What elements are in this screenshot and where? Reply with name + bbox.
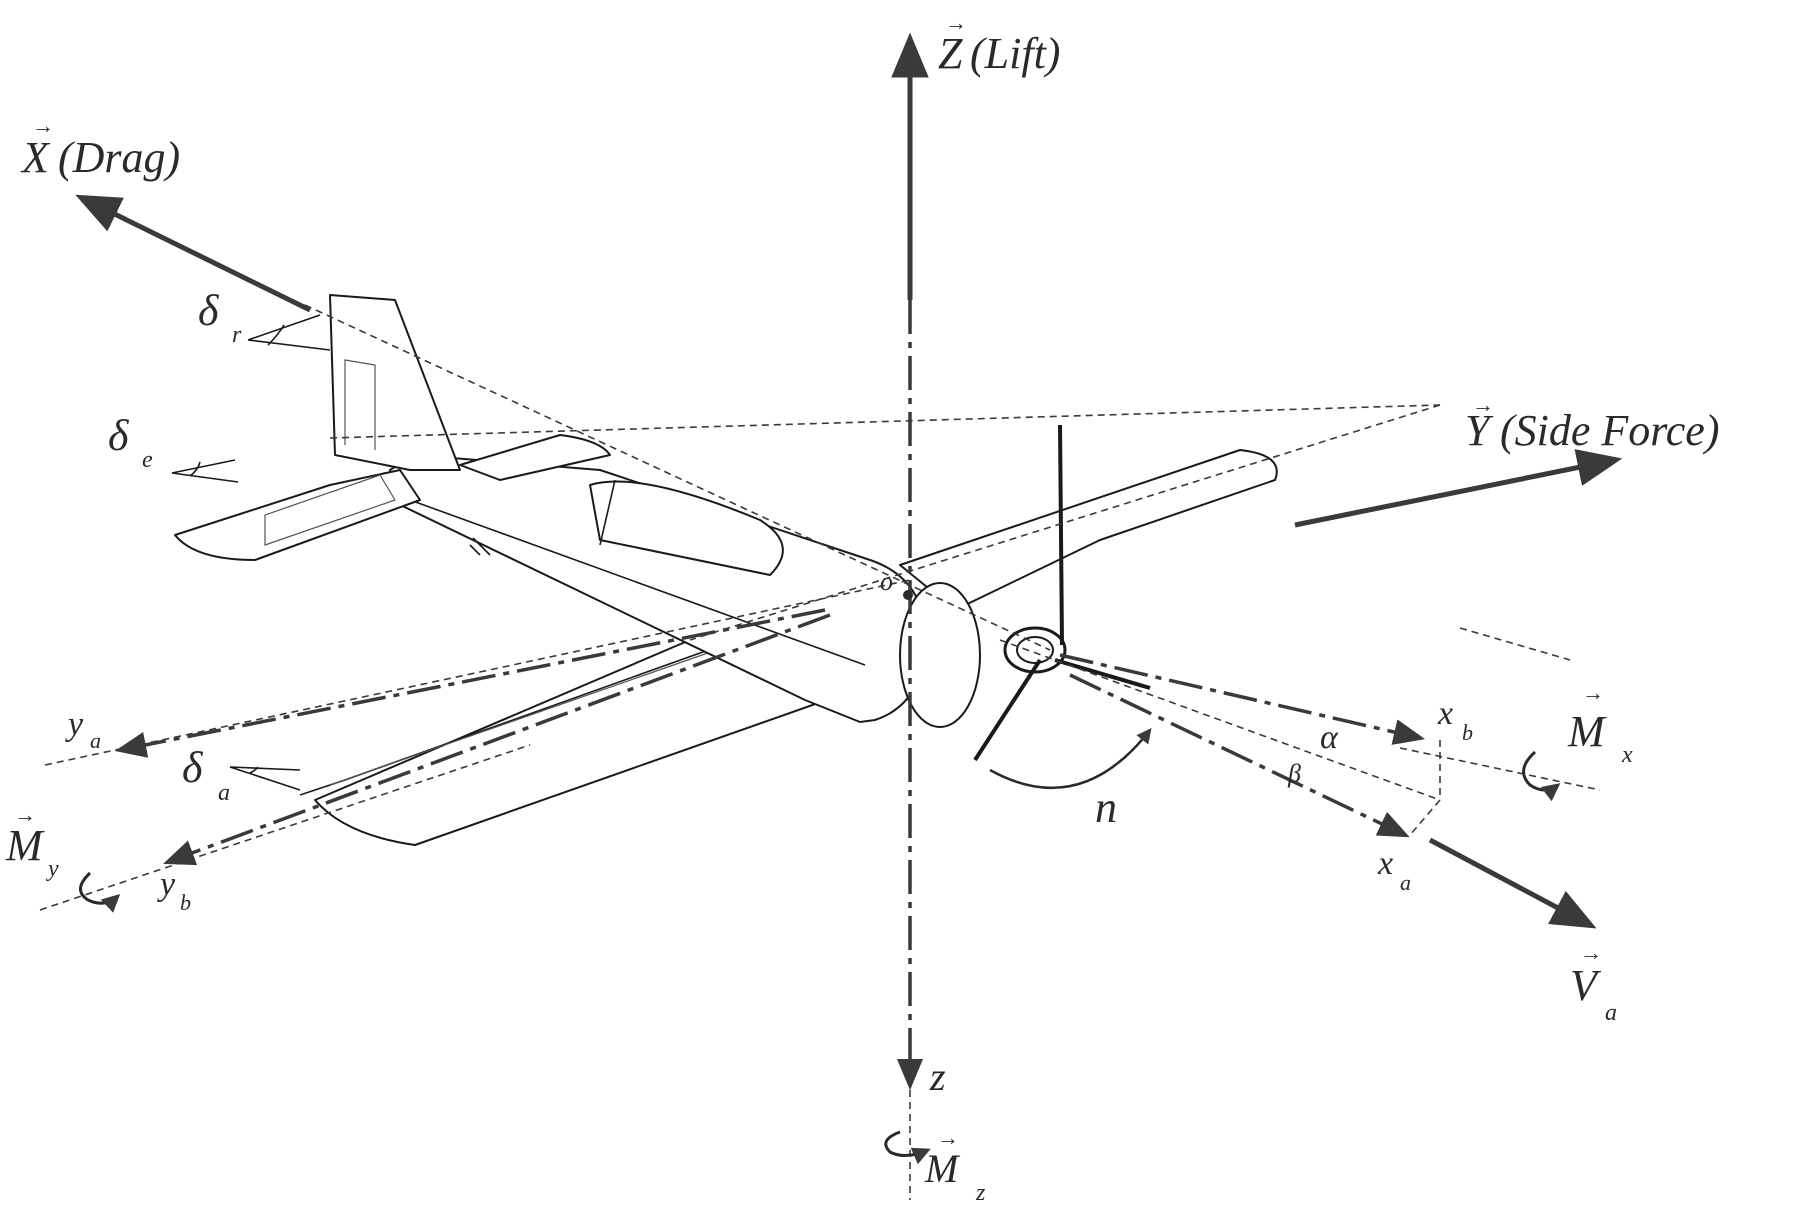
y-a-sub: a (90, 728, 101, 753)
delta-a-label: δ (182, 743, 204, 792)
mx-sub: x (1621, 742, 1633, 768)
delta-r-sub: r (232, 322, 242, 348)
x-drag-label: X (20, 133, 51, 182)
angle-markers (171, 314, 1152, 791)
canopy (589, 480, 784, 576)
engine-cowling (899, 582, 981, 728)
x-vec-arrow: → (32, 113, 54, 138)
x-b-label: x (1437, 695, 1453, 732)
vertical-tail (329, 294, 461, 471)
n-rotation-arc (989, 728, 1152, 790)
x-a-sub: a (1400, 870, 1411, 895)
body-axes (114, 300, 1426, 1200)
y-a-axis (114, 608, 826, 758)
y-a-label: y (65, 706, 84, 743)
origin-point (903, 590, 913, 600)
va-sub: a (1605, 1000, 1617, 1026)
z-lift-label: Z (938, 29, 963, 78)
horizontal-stabilizer (174, 469, 421, 561)
y-b-axis (163, 613, 831, 866)
y-vec-arrow: → (1472, 392, 1494, 417)
labels: → Z (Lift) → X (Drag) → Y (Side Force) δ… (5, 10, 1719, 1206)
my-sub: y (46, 856, 59, 882)
propeller (973, 424, 1151, 762)
v-a-arrow (1428, 837, 1597, 929)
delta-r-label: δ (198, 286, 220, 335)
x-a-label: x (1377, 845, 1393, 882)
x-b-axis (1059, 653, 1426, 745)
beta-label: β (1287, 759, 1301, 788)
va-vec-arrow: → (1580, 940, 1602, 965)
my-vec-arrow: → (14, 802, 36, 827)
x-b-sub: b (1462, 720, 1473, 745)
x-drag-arrow (75, 194, 312, 313)
construction-lines (39, 304, 1601, 911)
mz-sub: z (975, 1180, 986, 1206)
force-axes (75, 32, 1623, 929)
y-side-force-arrow (1294, 449, 1623, 528)
my-rotation-icon (79, 871, 121, 913)
z-axis-label: z (929, 1054, 946, 1099)
mx-rotation-icon (1522, 750, 1561, 802)
delta-e-sub: e (142, 447, 153, 473)
delta-a-sub: a (218, 780, 230, 806)
far-stabilizer (459, 434, 611, 481)
airplane-drawing (174, 294, 1278, 846)
my-label: M (5, 821, 45, 870)
va-label: V (1570, 961, 1602, 1010)
y-b-sub: b (180, 890, 191, 915)
z-lift-label-tail: (Lift) (970, 29, 1060, 78)
spinner (1003, 626, 1067, 674)
y-side-force-label-tail: (Side Force) (1500, 406, 1719, 455)
y-b-label: y (157, 866, 176, 903)
n-label: n (1095, 783, 1117, 832)
delta-e-label: δ (108, 411, 130, 460)
moment-symbols (79, 750, 1561, 1165)
x-a-axis (1069, 673, 1410, 838)
mz-vec-arrow: → (937, 1125, 959, 1150)
mz-label: M (924, 1146, 961, 1191)
mx-vec-arrow: → (1582, 680, 1604, 705)
mx-label: M (1567, 707, 1607, 756)
z-vec-arrow: → (945, 10, 967, 35)
origin-label: o (880, 567, 893, 596)
alpha-label: α (1320, 719, 1339, 756)
right-wing (899, 449, 1278, 611)
mz-rotation-icon (884, 1130, 931, 1165)
x-drag-label-tail: (Drag) (58, 133, 180, 182)
y-side-force-label: Y (1465, 406, 1494, 455)
